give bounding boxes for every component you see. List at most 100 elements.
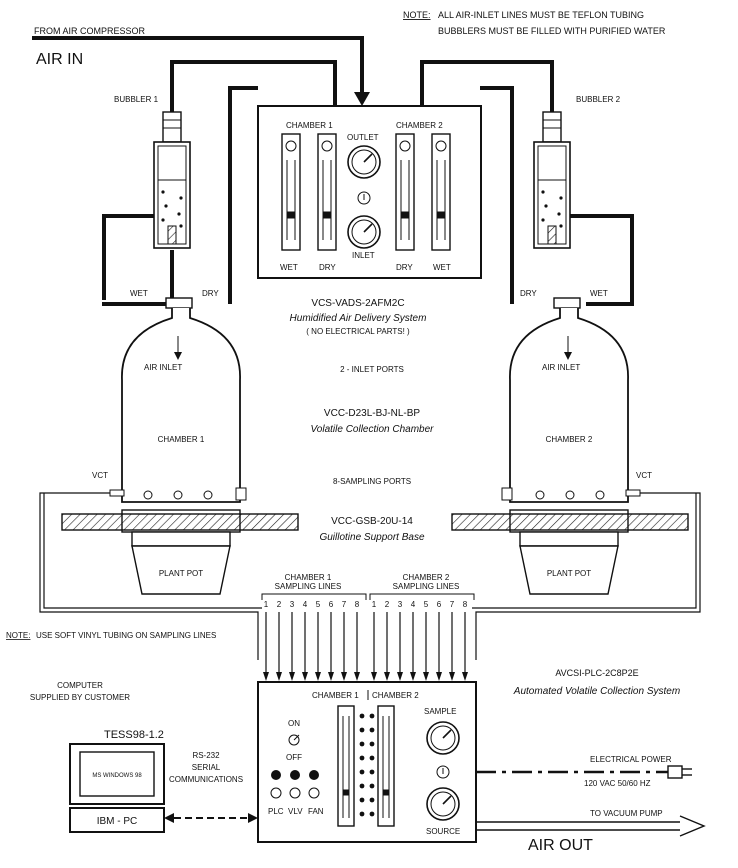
humidifier-panel: CHAMBER 1 CHAMBER 2 OUTLET INLET (257, 105, 482, 279)
chamber-2-vct-label: VCT (636, 471, 652, 480)
panel-inlet-label: INLET (352, 251, 375, 260)
sampling-ports-label: 8-SAMPLING PORTS (333, 477, 411, 486)
monitor-screen (79, 751, 155, 797)
right-wet-label: WET (590, 289, 608, 298)
sample-gauge-icon (426, 721, 460, 755)
vacuum-label: TO VACUUM PUMP (590, 809, 663, 818)
left-dry-label: DRY (202, 289, 219, 298)
sampling-ch2-title: CHAMBER 2 (403, 573, 450, 582)
sampling-line-arrow (315, 672, 321, 681)
from-compressor-label: FROM AIR COMPRESSOR (34, 26, 146, 36)
inlet-gauge-icon (347, 215, 381, 249)
delivery-system-model: VCS-VADS-2AFM2C (311, 298, 404, 309)
sampling-line-number: 2 (385, 600, 390, 609)
sampling-ch2-lines: SAMPLING LINES (393, 582, 460, 591)
delivery-system-note: ( NO ELECTRICAL PARTS! ) (306, 327, 410, 336)
chamber-2-label: CHAMBER 2 (546, 435, 593, 444)
flowmeter (281, 133, 301, 251)
feed-line-bubbler-1 (170, 60, 337, 120)
feed-line-bubbler-2 (420, 60, 554, 120)
flowmeter (431, 133, 451, 251)
sampling-ch1-title: CHAMBER 1 (285, 573, 332, 582)
sampling-line-arrow (371, 672, 377, 681)
air-out-label: AIR OUT (528, 837, 593, 854)
sampling-line-number: 6 (329, 600, 334, 609)
power-label: ELECTRICAL POWER (590, 755, 672, 764)
sampling-line-number: 8 (355, 600, 360, 609)
top-note-label: NOTE: (403, 10, 431, 20)
sampling-line-number: 1 (372, 600, 377, 609)
comms-label: COMMUNICATIONS (169, 775, 243, 784)
computer-line2: SUPPLIED BY CUSTOMER (30, 693, 130, 702)
sampling-line-arrow (449, 672, 455, 681)
chamber-1-vct-label: VCT (92, 471, 108, 480)
computer-software: TESS98-1.2 (104, 729, 164, 741)
vct-sampling-loops (39, 492, 701, 660)
support-base-name: Guillotine Support Base (319, 532, 425, 543)
flowmeter (395, 133, 415, 251)
panel-wet-right: WET (433, 263, 451, 272)
valve-indicator-led (359, 755, 365, 761)
sampling-line-arrow (410, 672, 416, 681)
auto-sample-label: SAMPLE (424, 707, 456, 716)
valve-indicator-led (369, 769, 375, 775)
sampling-line-number: 7 (342, 600, 347, 609)
vlv-switch-icon (289, 787, 301, 799)
auto-flowmeter-2 (377, 705, 395, 827)
panel-chamber-2-label: CHAMBER 2 (396, 121, 443, 130)
sampling-line-number: 4 (411, 600, 416, 609)
sampling-line-arrow (263, 672, 269, 681)
delivery-system-name: Humidified Air Delivery System (290, 313, 427, 324)
sampling-line-number: 8 (463, 600, 468, 609)
air-in-line (32, 36, 364, 94)
vacuum-outlet: TO VACUUM PUMP AIR OUT (476, 809, 706, 854)
panel-outlet-label: OUTLET (347, 133, 379, 142)
air-out-arrow-icon (679, 815, 706, 837)
flowmeter (317, 133, 337, 251)
serial-label: SERIAL (192, 763, 221, 772)
sampling-line-arrow (423, 672, 429, 681)
sampling-line-arrow (462, 672, 468, 681)
valve-indicator-led (359, 783, 365, 789)
screen-text: MS WINDOWS 98 (92, 773, 142, 779)
sampling-line-arrow (354, 672, 360, 681)
fan-indicator-led (309, 770, 319, 780)
auto-chamber-1-label: CHAMBER 1 (312, 691, 359, 700)
left-wet-label: WET (130, 289, 148, 298)
pc-box (69, 807, 165, 833)
sampling-line-number: 7 (450, 600, 455, 609)
sampling-line-arrow (397, 672, 403, 681)
valve-indicator-led (369, 741, 375, 747)
sampling-line-number: 3 (290, 600, 295, 609)
valve-indicator-led (369, 797, 375, 803)
source-gauge-icon (426, 787, 460, 821)
auto-off-label: OFF (286, 753, 302, 762)
sampling-line-number: 1 (264, 600, 269, 609)
air-in-arrow (354, 92, 370, 106)
valve-indicator-led (369, 713, 375, 719)
auto-plc-label: PLC (268, 807, 284, 816)
chamber-1: AIR INLET CHAMBER 1 VCT PLANT POT (61, 297, 299, 595)
valve-indicator-led (369, 783, 375, 789)
sampling-line-arrow (276, 672, 282, 681)
top-note-line2: BUBBLERS MUST BE FILLED WITH PURIFIED WA… (438, 26, 666, 36)
valve-indicator-led (359, 769, 365, 775)
computer: COMPUTER SUPPLIED BY CUSTOMER TESS98-1.2… (30, 681, 165, 833)
valve-indicator-led (359, 727, 365, 733)
plc-indicator-led (271, 770, 281, 780)
chamber-2: AIR INLET CHAMBER 2 VCT PLANT POT (451, 297, 689, 595)
dry-line-right (480, 86, 514, 304)
sampling-line-number: 5 (424, 600, 429, 609)
auto-chamber-2-label: CHAMBER 2 (372, 691, 419, 700)
collection-chamber-model: VCC-D23L-BJ-NL-BP (324, 408, 420, 419)
bubbler-1-label: BUBBLER 1 (114, 95, 159, 104)
power-cord: ELECTRICAL POWER 120 VAC 50/60 HZ (476, 755, 692, 788)
valve-indicator-led (359, 811, 365, 817)
collection-chamber-name: Volatile Collection Chamber (310, 424, 434, 435)
chamber-1-air-inlet: AIR INLET (144, 363, 182, 372)
bubbler-2: BUBBLER 2 (533, 95, 621, 249)
sampling-line-arrow (384, 672, 390, 681)
tubing-note-label: NOTE: (6, 631, 30, 640)
valve-indicator-led (359, 741, 365, 747)
